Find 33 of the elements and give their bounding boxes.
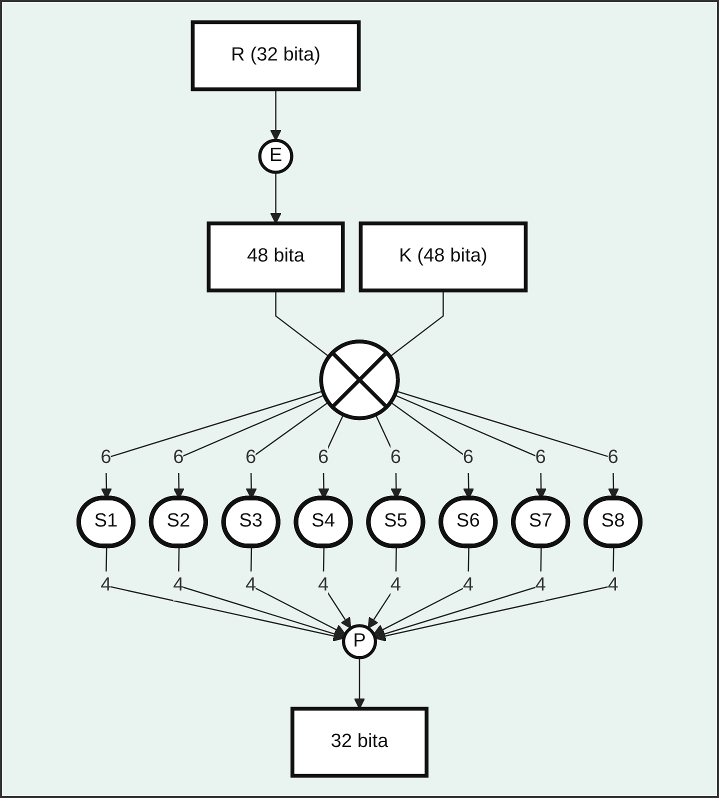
- edge-label: 4: [318, 574, 329, 596]
- arrow: [354, 658, 366, 710]
- arrow: [105, 546, 344, 642]
- edge-label: 6: [318, 446, 329, 468]
- edge-label: 4: [462, 574, 474, 596]
- edge-label: 4: [173, 574, 184, 596]
- node-circle: P: [342, 624, 378, 660]
- edge-label: 6: [390, 446, 402, 468]
- node-box: K (48 bita): [358, 221, 528, 292]
- edge-label: 6: [608, 446, 618, 468]
- edge-label: 4: [100, 574, 112, 596]
- edge-label: 6: [100, 446, 112, 468]
- edge-label: 6: [535, 446, 546, 468]
- node-box: R (32 bita): [190, 20, 361, 92]
- arrow: [250, 546, 346, 635]
- edge-label: 4: [535, 574, 546, 596]
- connector: [390, 290, 444, 358]
- node-box: 48 bita: [206, 221, 345, 292]
- connector: [275, 290, 330, 358]
- edge-label: 6: [462, 446, 474, 468]
- arrow: [270, 172, 282, 224]
- arrow: [374, 546, 614, 642]
- arrow: [374, 546, 542, 640]
- edge-label: 4: [608, 574, 618, 596]
- arrow: [373, 546, 470, 635]
- arrow: [270, 89, 282, 141]
- arrow: [178, 546, 345, 640]
- node-circle: E: [258, 138, 294, 174]
- edge-label: 4: [246, 574, 256, 596]
- node-box: 32 bita: [290, 706, 428, 778]
- edge-label: 6: [173, 446, 184, 468]
- edge-label: 4: [390, 574, 402, 596]
- edge-label: 6: [246, 446, 256, 468]
